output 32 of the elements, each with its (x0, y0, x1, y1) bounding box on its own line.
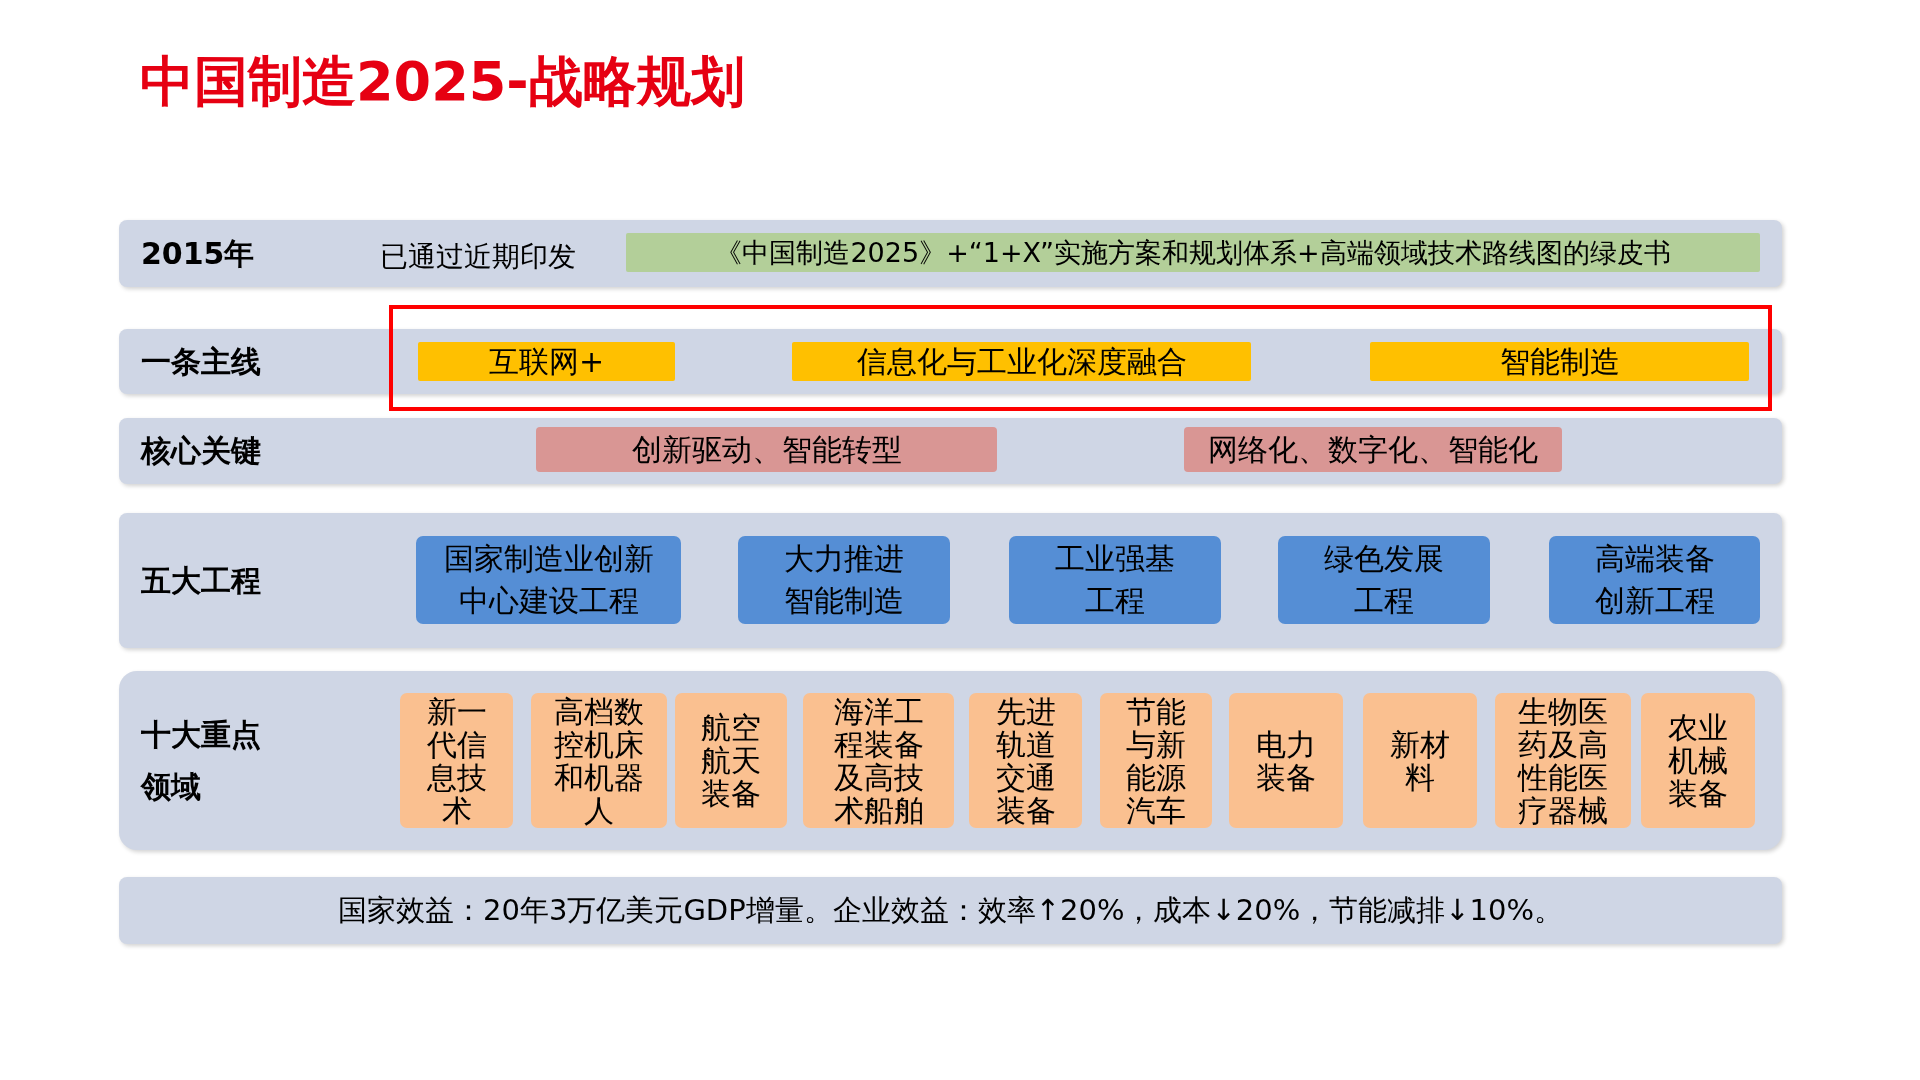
project-box: 国家制造业创新中心建设工程 (416, 536, 681, 624)
project-box: 绿色发展工程 (1278, 536, 1490, 624)
project-box: 高端装备创新工程 (1549, 536, 1760, 624)
row-note: 已通过近期印发 (380, 238, 576, 275)
project-box: 大力推进智能制造 (738, 536, 950, 624)
row-panel (119, 513, 1782, 648)
focus-area-box: 农业机械装备 (1641, 693, 1755, 828)
focus-area-box: 新一代信息技术 (400, 693, 513, 828)
key-point-box: 网络化、数字化、智能化 (1184, 427, 1562, 472)
row-panel (119, 418, 1782, 484)
row-heading: 一条主线 (141, 342, 261, 381)
key-point-box: 创新驱动、智能转型 (536, 427, 997, 472)
focus-area-box: 节能与新能源汽车 (1100, 693, 1212, 828)
focus-area-box: 高档数控机床和机器人 (531, 693, 667, 828)
focus-area-box: 生物医药及高性能医疗器械 (1495, 693, 1631, 828)
summary-text: 国家效益：20年3万亿美元GDP增量。企业效益：效率↑20%，成本↓20%，节能减排↓10%。 (338, 891, 1563, 929)
focus-area-box: 海洋工程装备及高技术船舶 (803, 693, 954, 828)
focus-area-box: 新材料 (1363, 693, 1477, 828)
page-title: 中国制造2025-战略规划 (140, 50, 745, 115)
row-heading: 2015年 (141, 234, 255, 273)
row-heading: 核心关键 (141, 432, 261, 470)
row-heading: 五大工程 (141, 561, 261, 600)
row-panel (119, 671, 1782, 850)
row-heading: 十大重点领域 (141, 715, 262, 806)
row-panel (119, 329, 1782, 394)
document-box: 《中国制造2025》+“1+X”实施方案和规划体系+高端领域技术路线图的绿皮书 (626, 233, 1760, 272)
focus-area-box: 电力装备 (1229, 693, 1343, 828)
focus-area-box: 航空航天装备 (675, 693, 787, 828)
row-panel (119, 220, 1782, 287)
project-box: 工业强基工程 (1009, 536, 1221, 624)
summary-panel (119, 877, 1782, 944)
focus-area-box: 先进轨道交通装备 (969, 693, 1082, 828)
